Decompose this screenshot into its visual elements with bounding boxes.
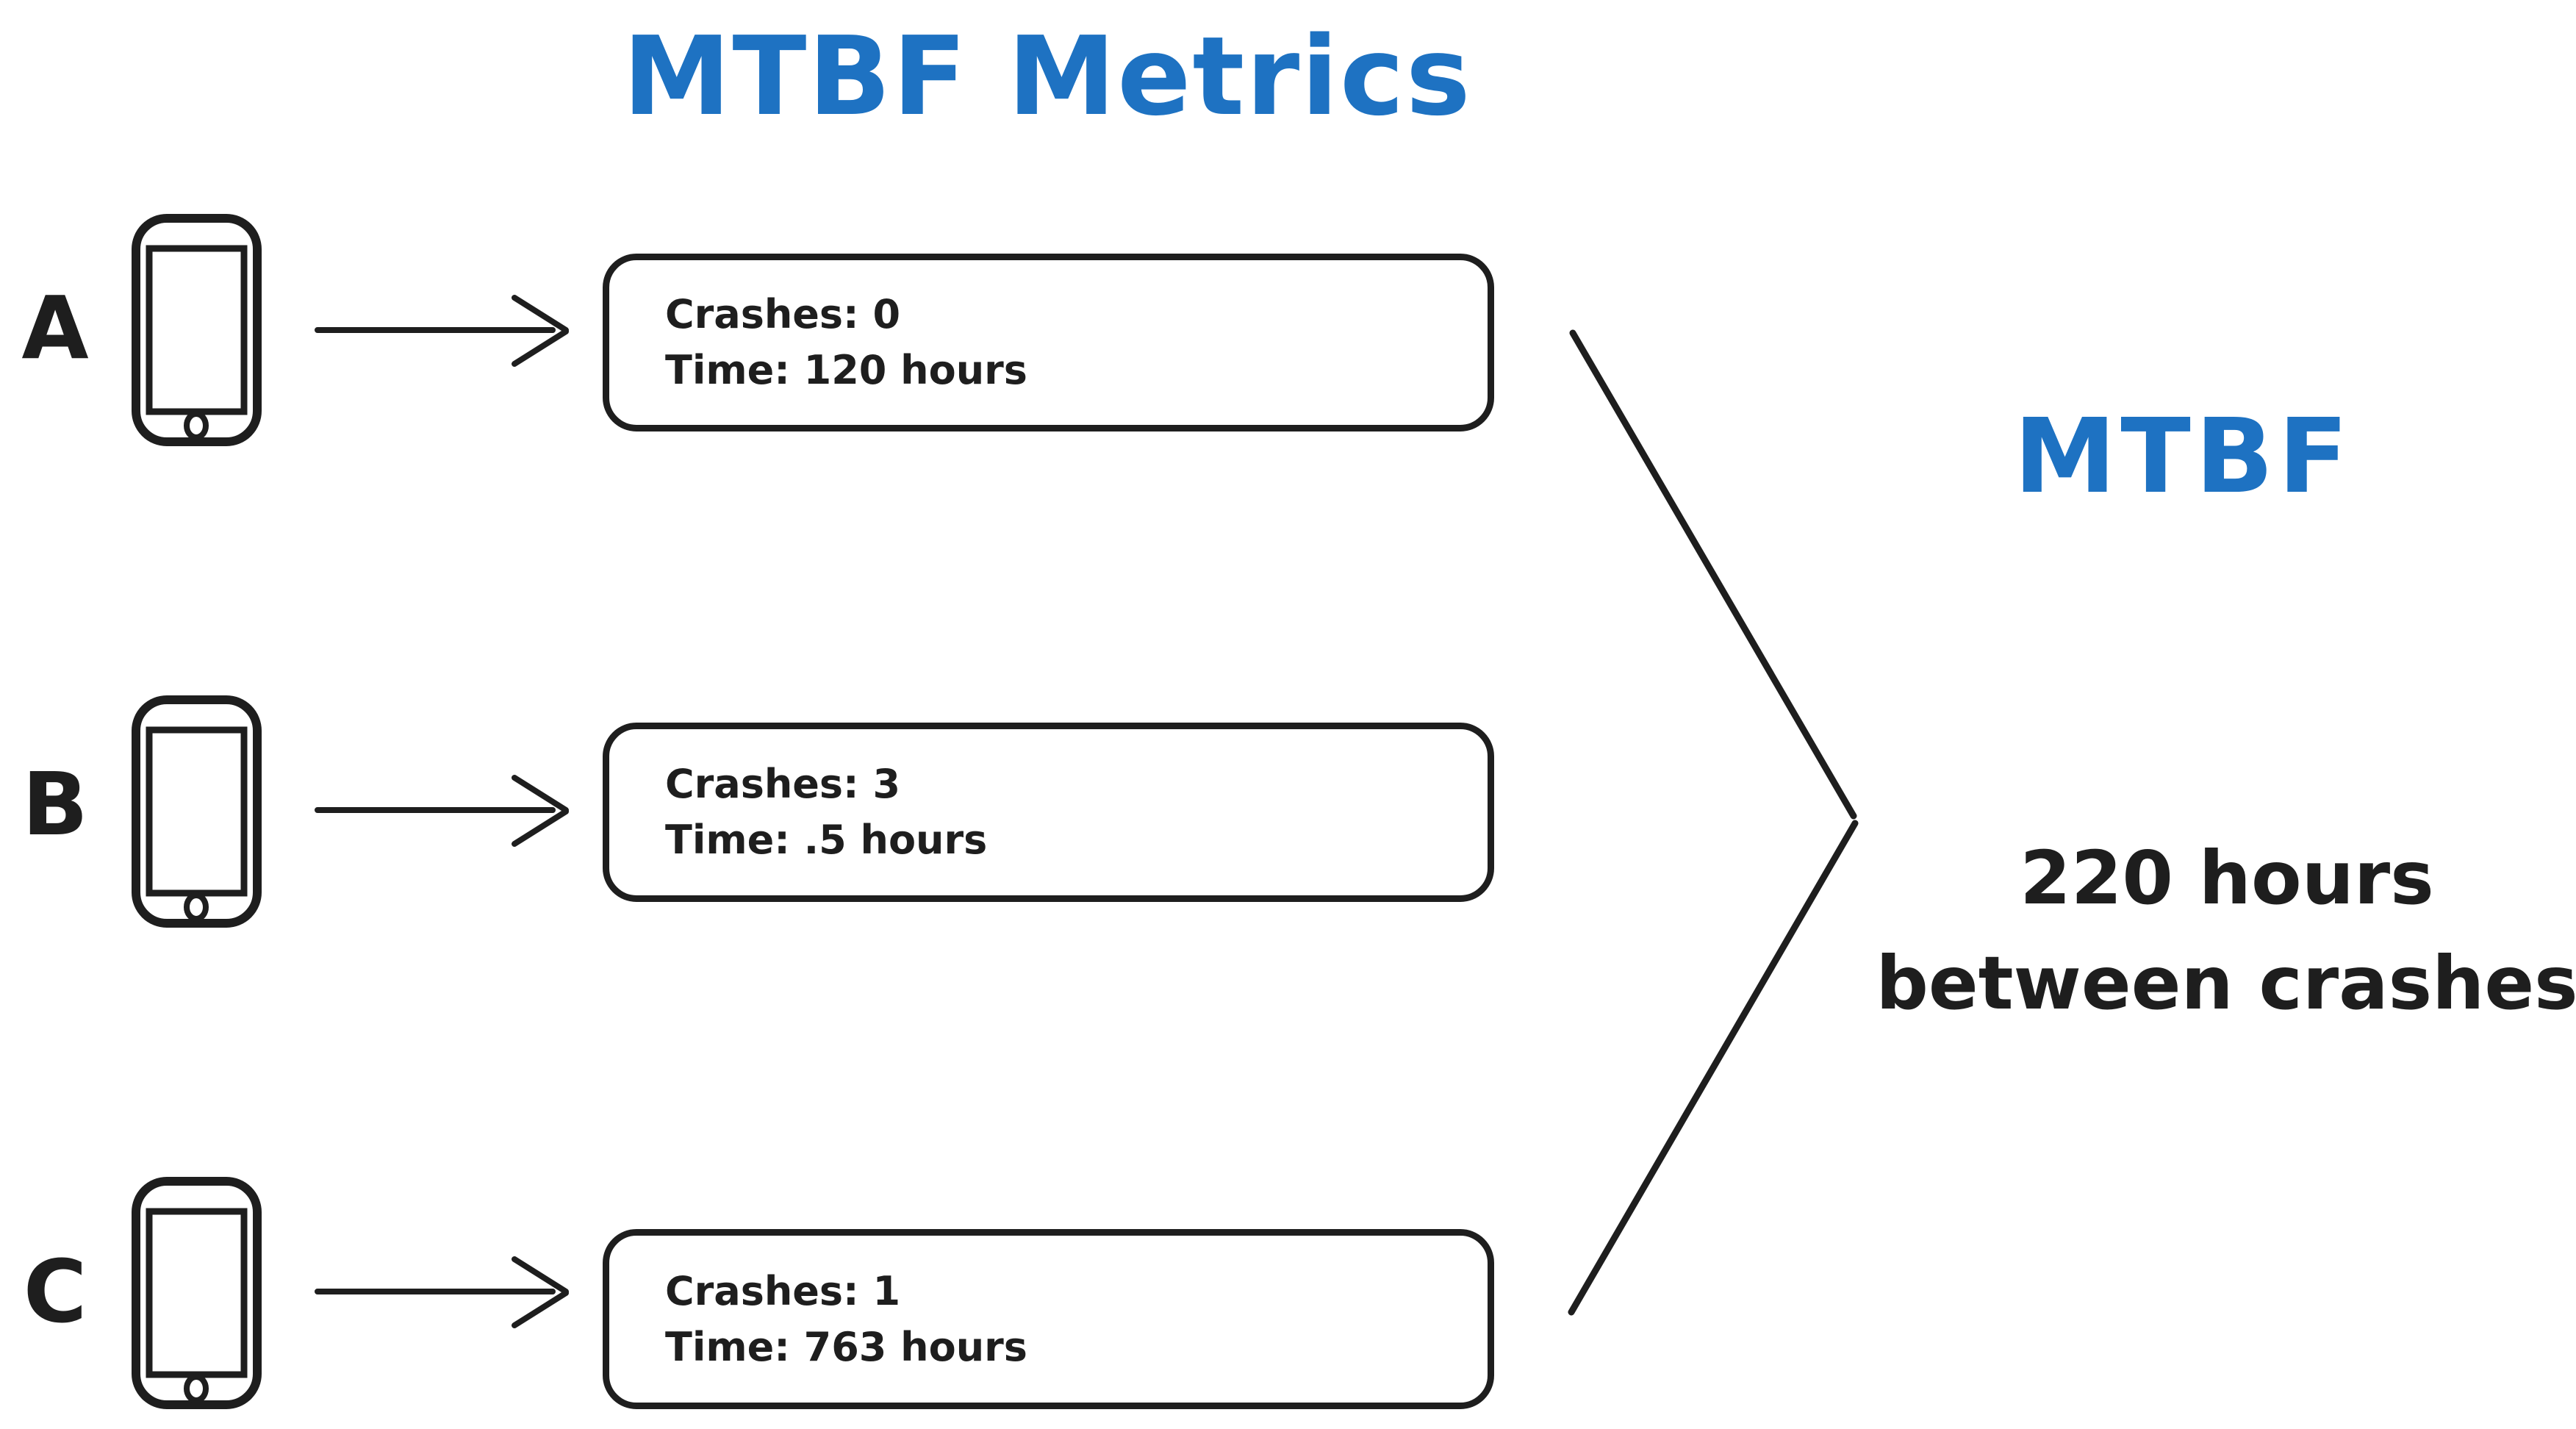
metrics-box-b: Crashes: 3 Time: .5 hours bbox=[603, 723, 1494, 902]
time-line: Time: 763 hours bbox=[665, 1323, 1027, 1370]
diagram-title: MTBF Metrics bbox=[623, 13, 1472, 140]
device-label-c: C bbox=[23, 1241, 87, 1342]
smartphone-icon bbox=[131, 1176, 262, 1410]
device-label-a: A bbox=[21, 277, 89, 379]
mtbf-value-line1: 220 hours bbox=[2020, 835, 2434, 921]
arrow-right-icon bbox=[315, 295, 569, 367]
metrics-box-a: Crashes: 0 Time: 120 hours bbox=[603, 254, 1494, 431]
merge-chevron-icon bbox=[1568, 329, 1859, 1316]
smartphone-icon bbox=[131, 695, 262, 928]
crashes-line: Crashes: 3 bbox=[665, 761, 901, 807]
time-line: Time: 120 hours bbox=[665, 347, 1027, 393]
crashes-line: Crashes: 0 bbox=[665, 291, 901, 337]
metrics-box-c: Crashes: 1 Time: 763 hours bbox=[603, 1229, 1494, 1409]
smartphone-icon bbox=[131, 213, 262, 447]
mtbf-heading: MTBF bbox=[2014, 397, 2353, 517]
crashes-line: Crashes: 1 bbox=[665, 1267, 901, 1314]
device-label-b: B bbox=[22, 753, 88, 855]
mtbf-value-line2: between crashes bbox=[1876, 940, 2576, 1026]
arrow-right-icon bbox=[315, 1256, 569, 1328]
arrow-right-icon bbox=[315, 775, 569, 847]
time-line: Time: .5 hours bbox=[665, 817, 988, 863]
mtbf-value: 220 hours between crashes bbox=[1859, 825, 2576, 1036]
